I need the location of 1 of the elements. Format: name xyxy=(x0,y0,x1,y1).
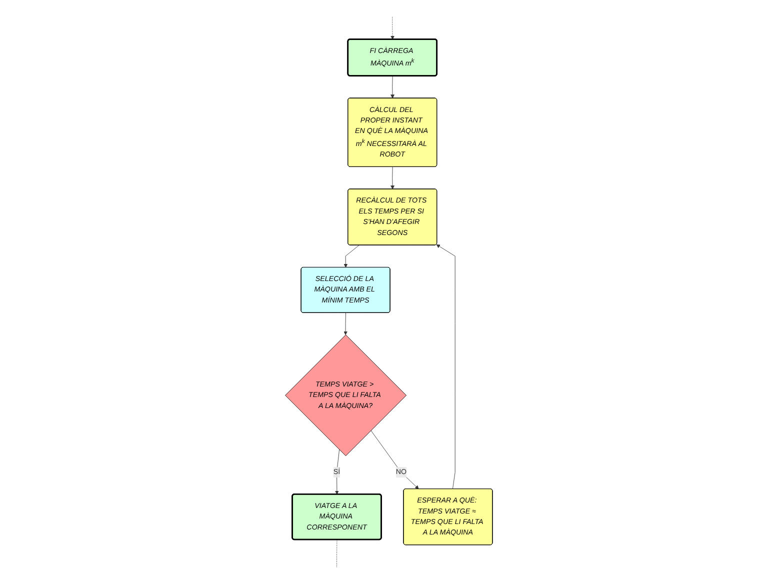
connector xyxy=(336,540,338,568)
